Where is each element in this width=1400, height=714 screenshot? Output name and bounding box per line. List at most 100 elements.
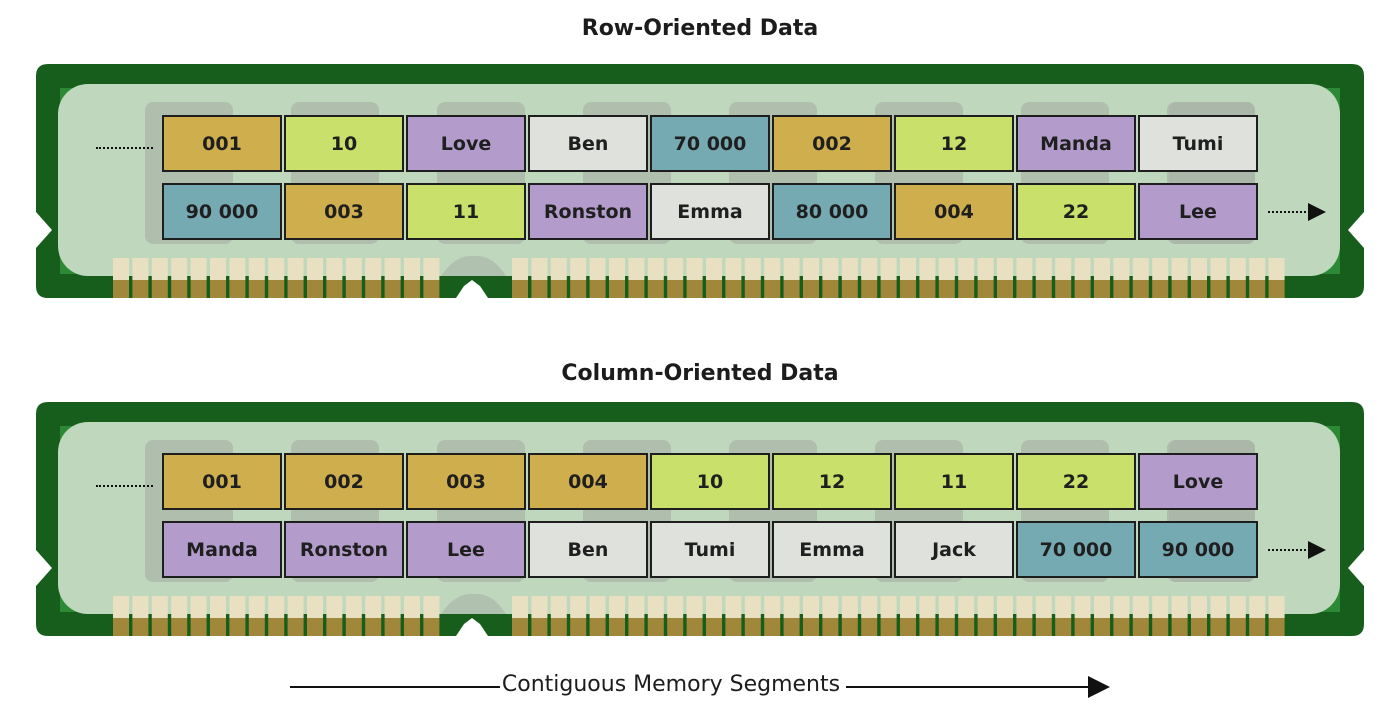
contact-pin — [938, 596, 955, 618]
memory-board-graphic — [36, 64, 1364, 298]
contact-pin-gold — [190, 280, 207, 298]
contact-pin-gold — [1249, 280, 1266, 298]
continuation-dots-left — [96, 485, 153, 487]
contact-pin — [190, 258, 207, 280]
contact-pin-gold — [531, 618, 548, 636]
contact-pin — [1113, 596, 1130, 618]
contact-pin — [725, 258, 742, 280]
contact-pin — [958, 596, 975, 618]
contact-pin-gold — [589, 280, 606, 298]
contact-pin-gold — [1229, 618, 1246, 636]
contact-pin-gold — [725, 280, 742, 298]
memory-cell-age: 12 — [894, 115, 1014, 172]
contact-pin-gold — [880, 280, 897, 298]
contact-pin — [1132, 258, 1149, 280]
memory-cell-salary: 90 000 — [1138, 521, 1258, 578]
contact-pin — [190, 596, 207, 618]
contact-pin-gold — [1094, 618, 1110, 636]
row-oriented-title: Row-Oriented Data — [581, 16, 819, 41]
continuation-dots-left — [96, 147, 153, 149]
contact-pin-gold — [1152, 618, 1169, 636]
contact-pin — [113, 596, 129, 618]
contact-pin — [919, 596, 936, 618]
memory-cell-nickname: Tumi — [650, 521, 770, 578]
contact-pin — [977, 258, 994, 280]
label-panel — [58, 84, 1340, 276]
contact-pin-gold — [900, 280, 916, 298]
contact-pin — [268, 258, 285, 280]
memory-cell-nickname: Emma — [772, 521, 892, 578]
memory-cell-nickname: Tumi — [1138, 115, 1258, 172]
contact-pin-gold — [647, 280, 664, 298]
contact-pin-gold — [248, 280, 265, 298]
caption-text: Contiguous Memory Segments — [501, 672, 841, 697]
contact-pin-gold — [570, 280, 587, 298]
contact-pin-gold — [725, 618, 742, 636]
contact-pin-gold — [861, 280, 878, 298]
caption: Contiguous Memory Segments — [290, 670, 1110, 704]
contact-pin-gold — [919, 618, 936, 636]
contact-pin-gold — [1016, 618, 1033, 636]
contact-pin — [609, 596, 625, 618]
contact-pin — [423, 596, 440, 618]
contact-pin — [1074, 258, 1091, 280]
contact-pin-gold — [345, 280, 362, 298]
contact-pin — [423, 258, 440, 280]
contact-pin — [1055, 258, 1072, 280]
memory-cell-name: Lee — [406, 521, 526, 578]
memory-cell-age: 11 — [894, 453, 1014, 510]
contact-pin — [151, 596, 168, 618]
contact-pin-gold — [1229, 280, 1246, 298]
contact-pin — [248, 258, 265, 280]
contact-pin — [783, 258, 800, 280]
contact-pin — [1074, 596, 1091, 618]
contact-pin — [686, 596, 703, 618]
contact-pin — [977, 596, 994, 618]
contact-pin-gold — [570, 618, 587, 636]
contact-pin-gold — [744, 280, 761, 298]
memory-cell-id: 002 — [772, 115, 892, 172]
memory-cell-salary: 70 000 — [650, 115, 770, 172]
contact-pin-gold — [938, 618, 955, 636]
contact-pin-gold — [628, 618, 645, 636]
contact-pin — [822, 596, 839, 618]
contact-pin — [1229, 596, 1246, 618]
contact-pin-gold — [171, 280, 188, 298]
contact-pin-gold — [345, 618, 362, 636]
contact-pin-gold — [822, 618, 839, 636]
contact-pin — [1249, 258, 1266, 280]
memory-cell-name: Manda — [1016, 115, 1136, 172]
contact-pin-gold — [1152, 280, 1169, 298]
contact-pin — [1094, 258, 1110, 280]
contact-pin-gold — [1268, 618, 1285, 636]
contact-pin-gold — [589, 618, 606, 636]
contact-pin — [365, 596, 382, 618]
contact-pin — [345, 258, 362, 280]
memory-cell-id: 003 — [284, 183, 404, 240]
contact-pin — [531, 258, 548, 280]
memory-cell-age: 10 — [650, 453, 770, 510]
contact-pin — [171, 258, 188, 280]
contact-pin-gold — [706, 618, 722, 636]
arrow-right-icon — [1088, 676, 1110, 698]
key-notch — [441, 593, 506, 614]
contact-pin-gold — [512, 280, 528, 298]
contact-pin-gold — [423, 618, 440, 636]
contact-pin-gold — [861, 618, 878, 636]
contact-pin — [900, 258, 916, 280]
contact-pin-gold — [1249, 618, 1266, 636]
contact-pin — [404, 258, 420, 280]
contact-pin-gold — [997, 280, 1013, 298]
contact-pin — [647, 258, 664, 280]
contact-pin — [880, 258, 897, 280]
continuation-arrow-icon — [1308, 203, 1326, 221]
contact-pin-gold — [880, 618, 897, 636]
column-oriented-title: Column-Oriented Data — [561, 361, 839, 386]
contact-pin — [1035, 258, 1052, 280]
contact-pin — [1229, 258, 1246, 280]
contact-pin — [210, 596, 226, 618]
contact-pin — [570, 258, 587, 280]
contact-pin-gold — [822, 280, 839, 298]
